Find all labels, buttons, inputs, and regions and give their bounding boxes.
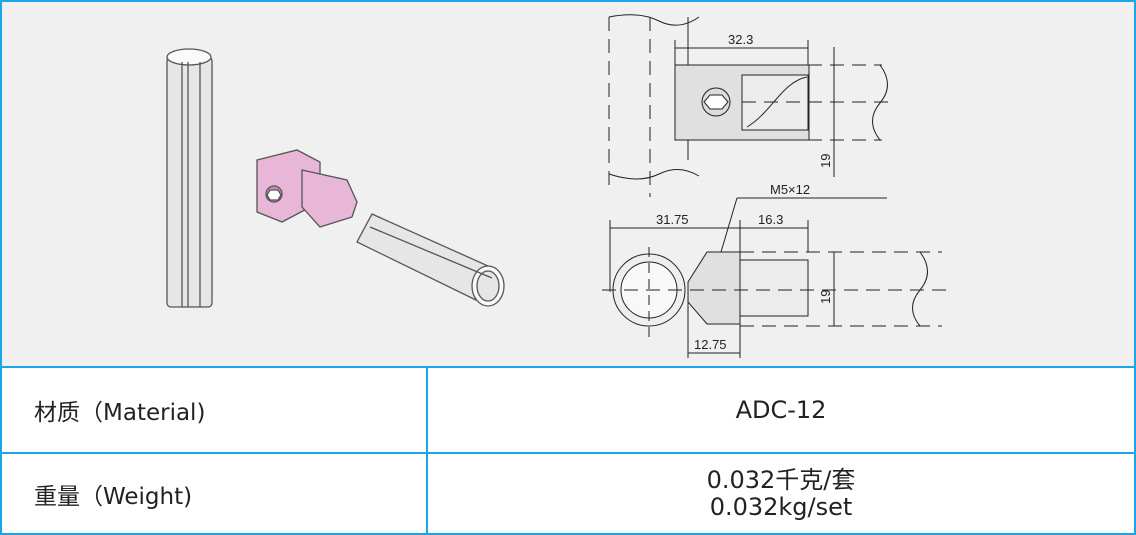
product-illustration: 32.3 19 xyxy=(166,14,947,358)
pipe-vertical-illustration xyxy=(166,48,213,308)
material-value-cell: ADC-12 xyxy=(428,368,1134,452)
weight-value-cell: 0.032千克/套 0.032kg/set xyxy=(428,454,1134,533)
technical-drawing-bottom xyxy=(602,197,947,358)
dim-bottom-stub: 16.3 xyxy=(758,212,783,227)
material-label: 材质（Material) xyxy=(2,368,428,452)
dim-bottom-offset: 12.75 xyxy=(694,337,727,352)
product-figure: 32.3 19 xyxy=(2,2,1134,368)
material-value: ADC-12 xyxy=(735,395,827,424)
dim-bottom-overall: 31.75 xyxy=(656,212,689,227)
dim-screw: M5×12 xyxy=(770,182,810,197)
dim-bottom-height: 19 xyxy=(818,290,833,304)
weight-label: 重量（Weight) xyxy=(2,454,428,533)
dim-top-length: 32.3 xyxy=(728,32,753,47)
spec-row-weight: 重量（Weight) 0.032千克/套 0.032kg/set xyxy=(2,454,1134,533)
dim-top-height: 19 xyxy=(818,154,833,168)
pipe-horizontal-illustration xyxy=(356,213,505,307)
joint-illustration xyxy=(256,149,358,228)
weight-value-en: 0.032kg/set xyxy=(709,492,853,521)
spec-row-material: 材质（Material) ADC-12 xyxy=(2,368,1134,454)
weight-value-cn: 0.032千克/套 xyxy=(706,465,856,494)
technical-drawing-top xyxy=(608,14,892,197)
